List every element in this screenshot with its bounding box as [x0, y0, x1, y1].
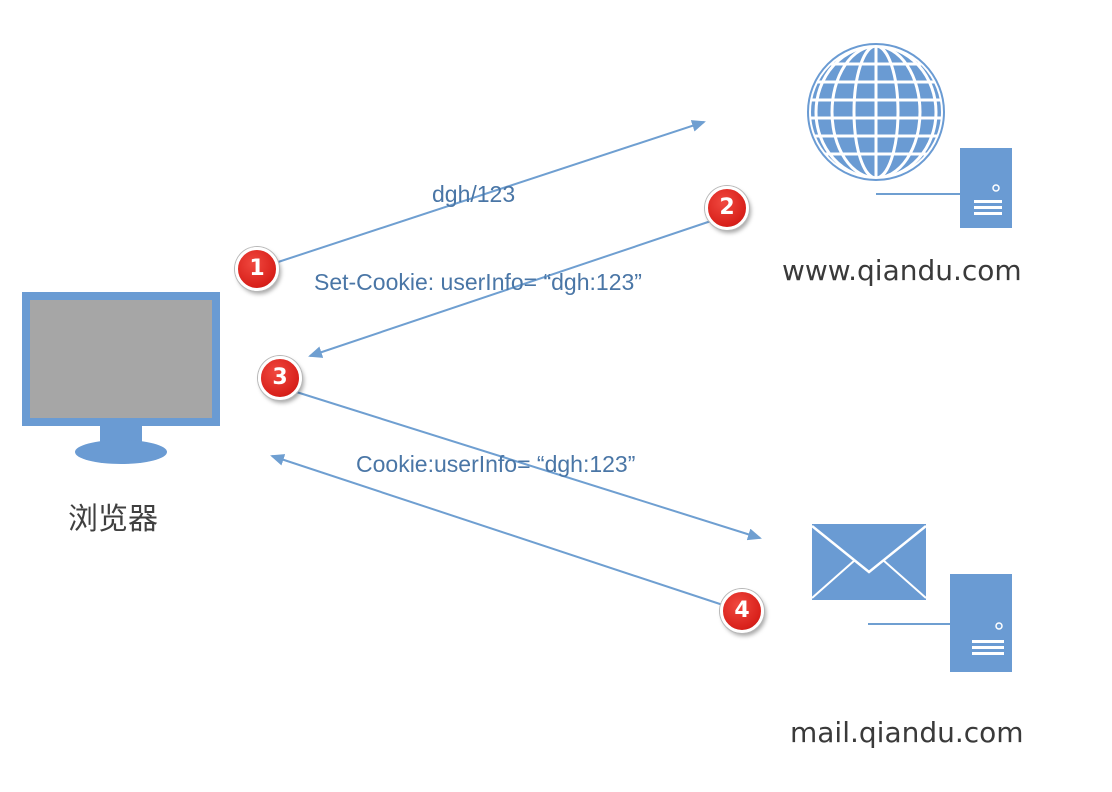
edge-2-label: Set-Cookie: userInfo= “dgh:123”	[314, 269, 642, 295]
step-badge-4: 4	[720, 589, 764, 633]
envelope-icon	[811, 524, 927, 600]
www-host-label: www.qiandu.com	[782, 254, 1022, 287]
edge-1-label: dgh/123	[432, 181, 516, 207]
edge-2-arrow	[308, 219, 715, 358]
server-icon	[876, 148, 1012, 228]
edge-3-label: Cookie:userInfo= “dgh:123”	[356, 451, 636, 477]
step-badge-1: 1	[235, 247, 279, 291]
server-icon	[868, 574, 1012, 672]
monitor-icon	[22, 292, 220, 464]
edge-1-arrow	[271, 120, 706, 265]
browser-label: 浏览器	[68, 502, 158, 537]
edge-3-arrow	[289, 389, 762, 541]
edge-4-arrow	[270, 454, 727, 607]
mail-host-label: mail.qiandu.com	[790, 716, 1024, 749]
step-badge-3: 3	[258, 356, 302, 400]
globe-icon	[807, 43, 945, 181]
step-badge-2: 2	[705, 186, 749, 230]
